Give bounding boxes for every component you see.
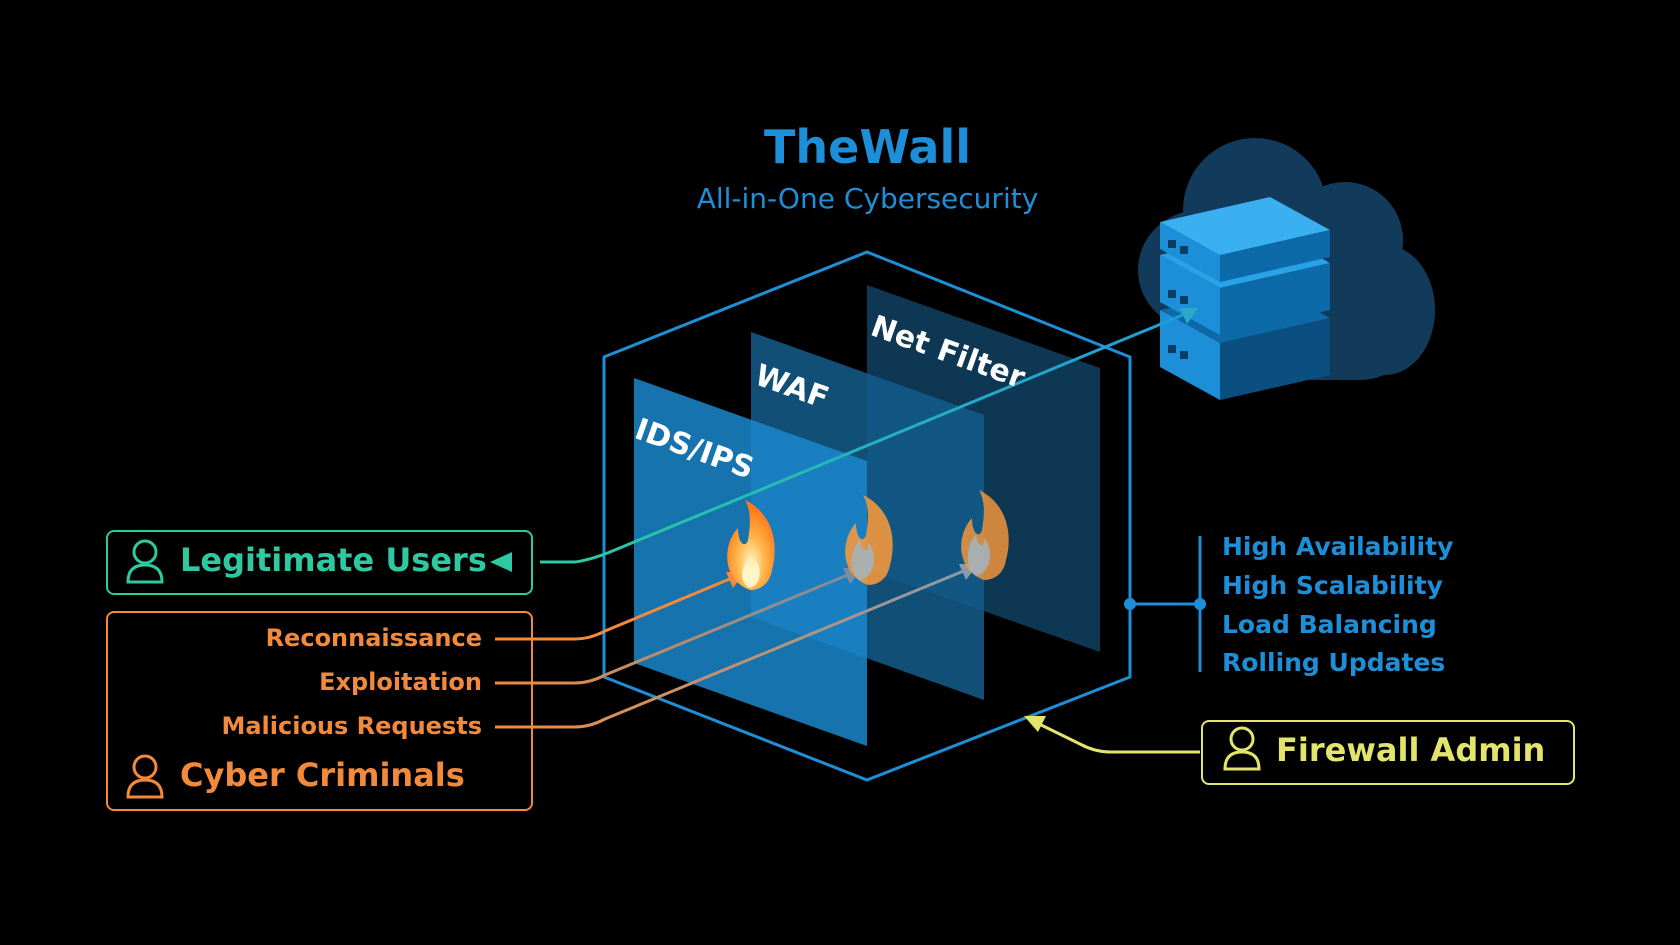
attack-arrow-exploitation — [495, 572, 851, 685]
feature-load-balancing: Load Balancing — [1222, 610, 1437, 639]
legitimate-users-label: Legitimate Users — [180, 541, 487, 579]
diagram-title: TheWall — [764, 120, 971, 174]
firewall-admin-box — [1201, 720, 1575, 785]
legitimate-traffic-arrow — [540, 310, 1191, 564]
admin-arrowhead — [1024, 716, 1046, 732]
flame-icon — [961, 490, 1009, 580]
attack-label-malicious-requests: Malicious Requests — [221, 712, 482, 740]
feature-high-scalability: High Scalability — [1222, 571, 1443, 600]
cyber-criminals-label: Cyber Criminals — [180, 756, 465, 794]
wall-hexagon — [602, 250, 1132, 782]
flame-icon — [727, 500, 775, 590]
cyber-criminals-box — [106, 611, 533, 811]
features-connector-dot-left — [1124, 598, 1136, 610]
attack-label-reconnaissance: Reconnaissance — [265, 624, 482, 652]
legitimate-arrowhead-server — [1180, 308, 1198, 324]
diagram-subtitle: All-in-One Cybersecurity — [696, 182, 1039, 215]
user-icon — [1223, 726, 1261, 771]
feature-high-availability: High Availability — [1222, 532, 1454, 561]
legitimate-users-box — [106, 530, 533, 595]
server-stack-icon — [1160, 197, 1330, 400]
firewall-admin-label: Firewall Admin — [1276, 731, 1546, 769]
attack-label-exploitation: Exploitation — [319, 668, 482, 696]
user-icon — [126, 539, 164, 584]
flame-icon — [845, 495, 893, 585]
attack-arrow-malicious-requests — [495, 568, 967, 729]
feature-rolling-updates: Rolling Updates — [1222, 648, 1446, 677]
admin-arrow — [1034, 720, 1200, 754]
attack-arrow-reconnaissance — [495, 576, 733, 641]
legitimate-arrowhead-users — [490, 552, 512, 572]
user-icon — [126, 754, 164, 799]
